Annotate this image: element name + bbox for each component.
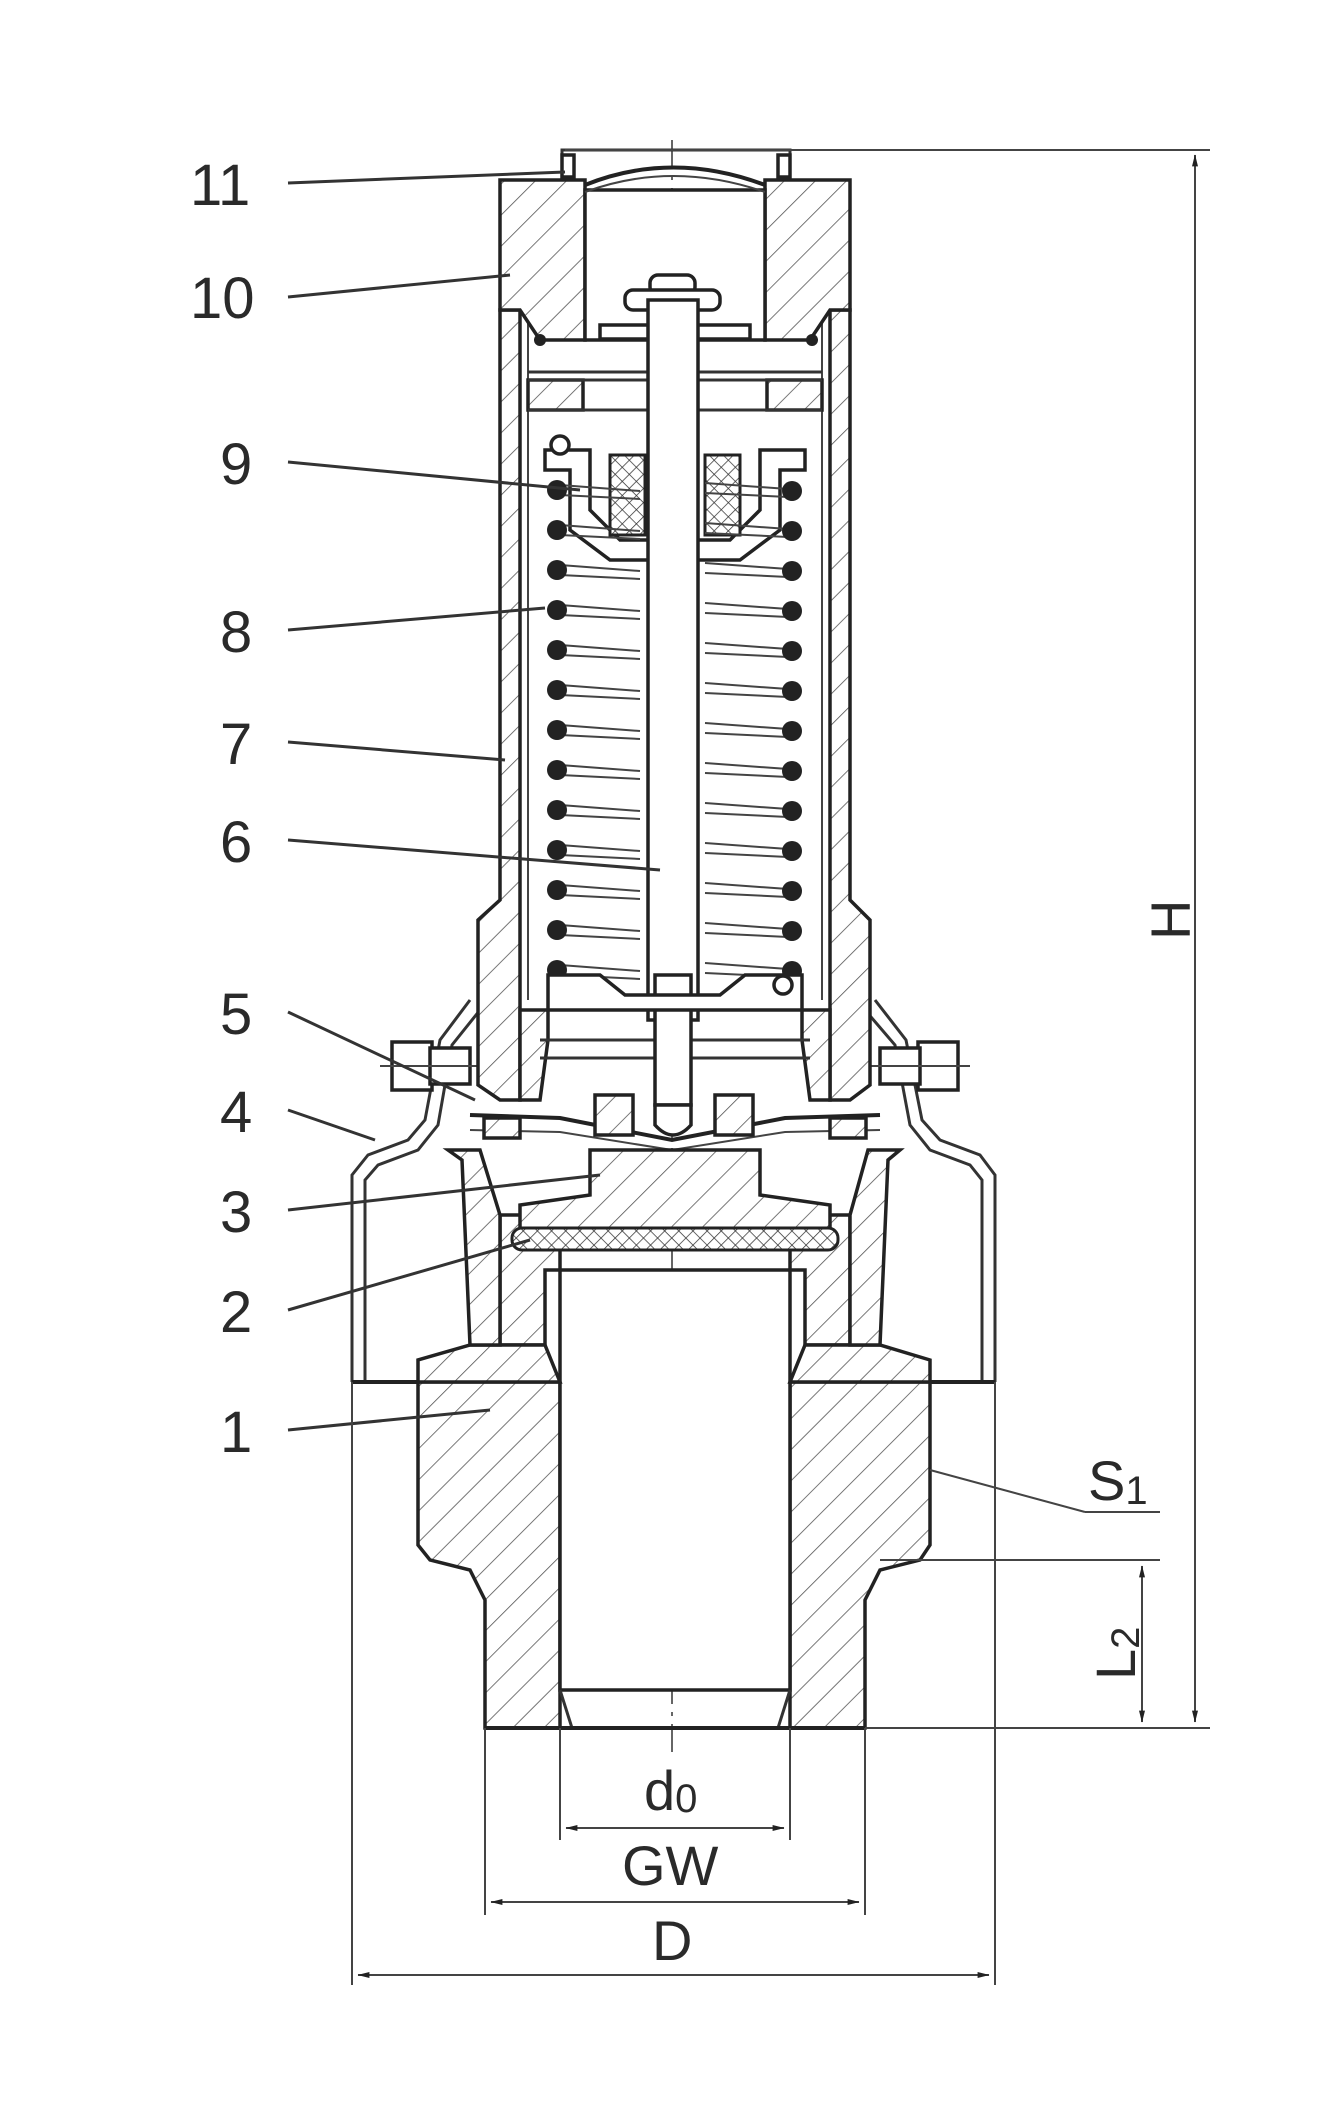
spring-coil-line: [704, 882, 789, 898]
spring-coil-section: [782, 881, 802, 901]
spring-coil-line: [704, 642, 789, 658]
spring-coil-section: [547, 560, 567, 580]
dimension-h-label: H: [1139, 900, 1202, 940]
label-9: 9: [220, 432, 252, 497]
spring-coil-line: [559, 884, 641, 900]
spring-coil-line: [704, 562, 789, 578]
label-5: 5: [220, 982, 252, 1047]
spring: [547, 480, 802, 981]
spring-coil-line: [559, 564, 641, 580]
spring-coil-line: [559, 804, 641, 820]
spring-coil-section: [547, 800, 567, 820]
leader-lines: [287, 170, 661, 1432]
spring-coil-line: [559, 684, 641, 700]
dimension-gw-label: GW: [622, 1834, 719, 1897]
lower-spring-seat: [546, 973, 804, 1012]
spring-coil-line: [559, 524, 641, 540]
label-11: 11: [190, 153, 250, 218]
dimension-d: D: [351, 1382, 996, 1985]
protective-cap: [560, 148, 792, 193]
spring-coil-line: [559, 924, 641, 940]
spring-coil-section: [547, 600, 567, 620]
disc-seal: [510, 1226, 840, 1252]
spring-coil-line: [704, 602, 789, 618]
spring-coil-section: [782, 601, 802, 621]
dimension-s1-label: S1: [1088, 1449, 1148, 1513]
spring-coil-line: [704, 522, 789, 538]
spring-coil-line: [559, 844, 641, 860]
spring-bonnet: [476, 308, 872, 1102]
dimension-d0-label: d0: [644, 1759, 697, 1822]
spring-coil-section: [782, 641, 802, 661]
spring-coil-line: [704, 802, 789, 818]
spring-coil-section: [782, 721, 802, 741]
spring-coil-section: [547, 520, 567, 540]
label-4: 4: [220, 1080, 252, 1145]
spring-coil-line: [559, 724, 641, 740]
spring-coil-section: [782, 521, 802, 541]
dimension-gw: GW: [484, 1728, 866, 1915]
part-labels: 11 10 9 8 7 6 5 4 3 2 1: [190, 153, 255, 1465]
label-2: 2: [220, 1280, 252, 1345]
dimension-l2-label: L2: [1084, 1627, 1148, 1680]
spring-coil-section: [782, 761, 802, 781]
spring-coil-line: [704, 682, 789, 698]
dimension-d-label: D: [652, 1909, 692, 1972]
spring-coil-section: [782, 561, 802, 581]
spring-coil-line: [704, 482, 789, 498]
spring-coil-line: [704, 842, 789, 858]
label-1: 1: [220, 1400, 252, 1465]
spring-coil-line: [559, 604, 641, 620]
spring-coil-section: [547, 920, 567, 940]
label-10: 10: [190, 266, 255, 331]
spring-coil-section: [547, 680, 567, 700]
spring-coil-section: [547, 720, 567, 740]
label-6: 6: [220, 810, 252, 875]
valve-body: [416, 1213, 932, 1730]
spring-coil-section: [782, 921, 802, 941]
spring-coil-line: [559, 764, 641, 780]
spring-coil-section: [547, 640, 567, 660]
spring-coil-section: [782, 481, 802, 501]
spring-coil-section: [782, 681, 802, 701]
spring-coil-line: [559, 484, 641, 500]
valve-disc: [518, 1148, 832, 1232]
spring-coil-section: [547, 840, 567, 860]
spring-coil-section: [547, 880, 567, 900]
dimension-h: H: [565, 149, 1210, 1729]
spring-coil-section: [782, 801, 802, 821]
spring-coil-section: [547, 760, 567, 780]
dimension-s1: S1: [929, 1449, 1160, 1513]
dimension-l2: L2: [880, 1559, 1160, 1723]
bonnet-housing: [350, 999, 997, 1384]
label-7: 7: [220, 712, 252, 777]
label-8: 8: [220, 600, 252, 665]
spring-coil-line: [559, 644, 641, 660]
spring-coil-section: [547, 480, 567, 500]
spring-coil-line: [704, 722, 789, 738]
spring-coil-section: [782, 841, 802, 861]
clamp-screws: [380, 1040, 970, 1092]
dimension-d0: d0: [559, 1728, 791, 1840]
label-3: 3: [220, 1180, 252, 1245]
spring-coil-line: [704, 762, 789, 778]
spring-coil-line: [704, 922, 789, 938]
